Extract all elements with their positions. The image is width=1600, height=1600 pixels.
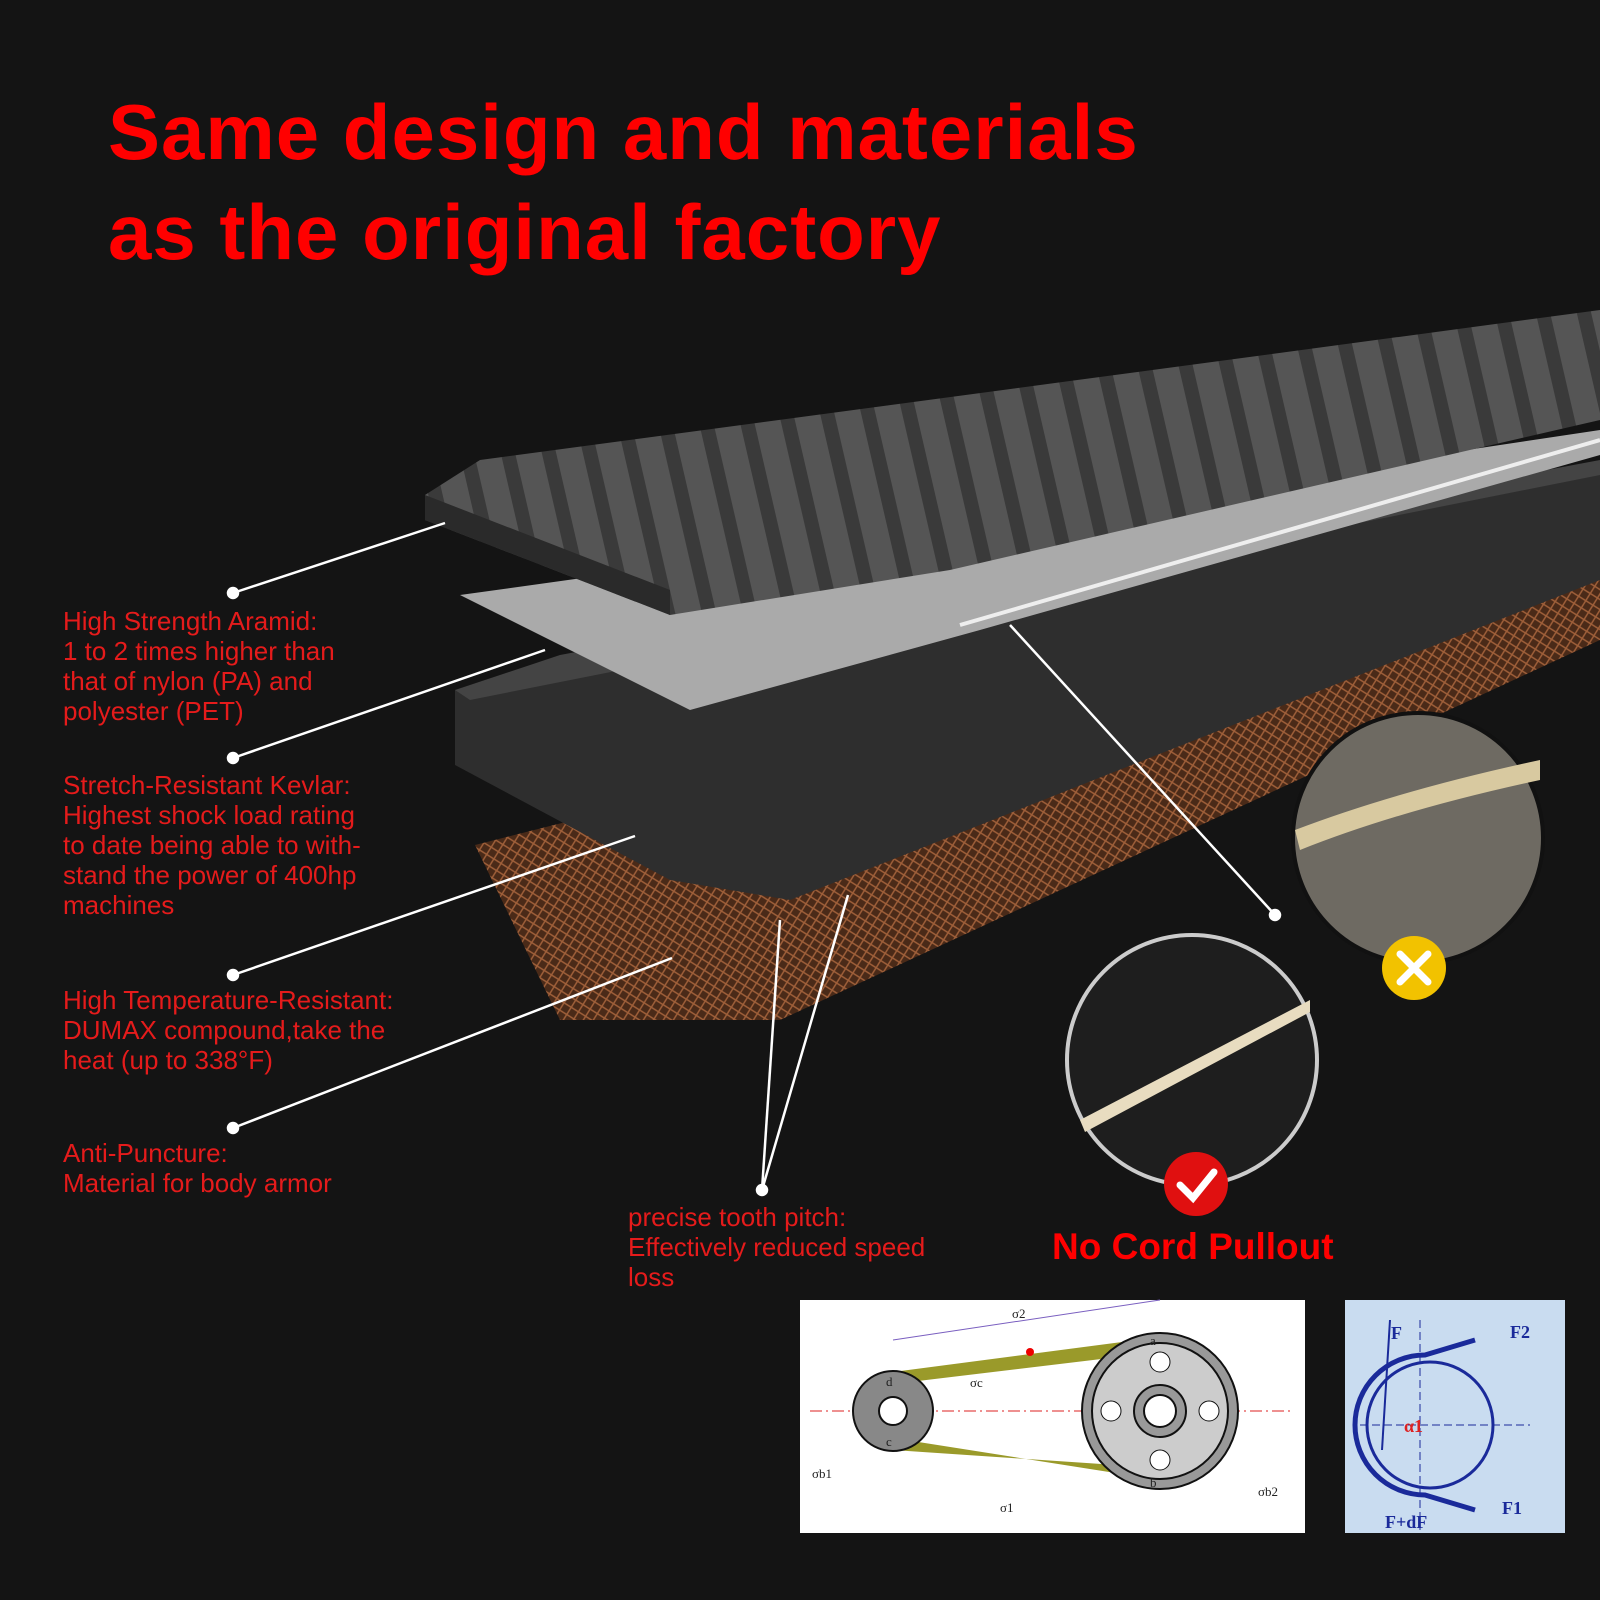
feature-line: heat (up to 338°F): [63, 1045, 273, 1075]
label-sigma2: σ2: [1012, 1306, 1026, 1321]
label-sigmac: σc: [970, 1375, 983, 1390]
top-layer: [425, 310, 1600, 615]
feature-line: polyester (PET): [63, 696, 244, 726]
feature-line: machines: [63, 890, 175, 920]
feature-line: loss: [628, 1262, 675, 1292]
feature-line: Effectively reduced speed: [628, 1232, 926, 1262]
label-a: a: [1150, 1333, 1156, 1348]
feature-kevlar: Stretch-Resistant Kevlar: Highest shock …: [63, 770, 361, 920]
feature-anti-puncture: Anti-Puncture: Material for body armor: [63, 1138, 332, 1198]
feature-heading: Anti-Puncture:: [63, 1138, 228, 1168]
label-c: c: [886, 1434, 892, 1449]
feature-line: to date being able to with-: [63, 830, 361, 860]
feature-line: 1 to 2 times higher than: [63, 636, 335, 666]
cord-layer: [460, 430, 1600, 710]
title-line-1: Same design and materials: [108, 88, 1139, 176]
feature-line: Highest shock load rating: [63, 800, 355, 830]
check-icon: [1164, 1152, 1228, 1216]
feature-line: Material for body armor: [63, 1168, 332, 1198]
label-sigmab2: σb2: [1258, 1484, 1278, 1499]
feature-temperature: High Temperature-Resistant: DUMAX compou…: [63, 985, 393, 1075]
cord-pullout-example-good: [1065, 933, 1319, 1216]
feature-tooth-pitch: precise tooth pitch: Effectively reduced…: [628, 1202, 925, 1292]
label-alpha1: α1: [1404, 1416, 1423, 1436]
feature-heading: Stretch-Resistant Kevlar:: [63, 770, 351, 800]
no-cord-pullout-label: No Cord Pullout: [1052, 1226, 1334, 1267]
label-F2: F2: [1510, 1322, 1530, 1342]
belt-force-diagram: F F2 F1 F+dF α1: [1345, 1300, 1565, 1533]
title-line-2: as the original factory: [108, 188, 942, 276]
cord-pullout-example-bad: [1291, 711, 1545, 1000]
feature-heading: High Strength Aramid:: [63, 606, 318, 636]
label-sigmab1: σb1: [812, 1466, 832, 1481]
feature-heading: precise tooth pitch:: [628, 1202, 847, 1232]
label-F: F: [1391, 1323, 1402, 1343]
label-b: b: [1150, 1475, 1157, 1490]
feature-aramid: High Strength Aramid: 1 to 2 times highe…: [63, 606, 335, 726]
feature-line: that of nylon (PA) and: [63, 666, 313, 696]
feature-line: DUMAX compound,take the: [63, 1015, 386, 1045]
belt-stress-diagram: σ2 σc σb1 σb2 σ1 a b c d: [800, 1299, 1305, 1533]
page-title: Same design and materials as the origina…: [108, 82, 1139, 282]
callout-lines: [226, 521, 1282, 1197]
label-F1: F1: [1502, 1498, 1522, 1518]
label-FdF: F+dF: [1385, 1512, 1427, 1532]
label-sigma1: σ1: [1000, 1500, 1014, 1515]
feature-line: stand the power of 400hp: [63, 860, 357, 890]
rubber-layer: [455, 470, 1600, 900]
label-d: d: [886, 1374, 893, 1389]
feature-heading: High Temperature-Resistant:: [63, 985, 394, 1015]
